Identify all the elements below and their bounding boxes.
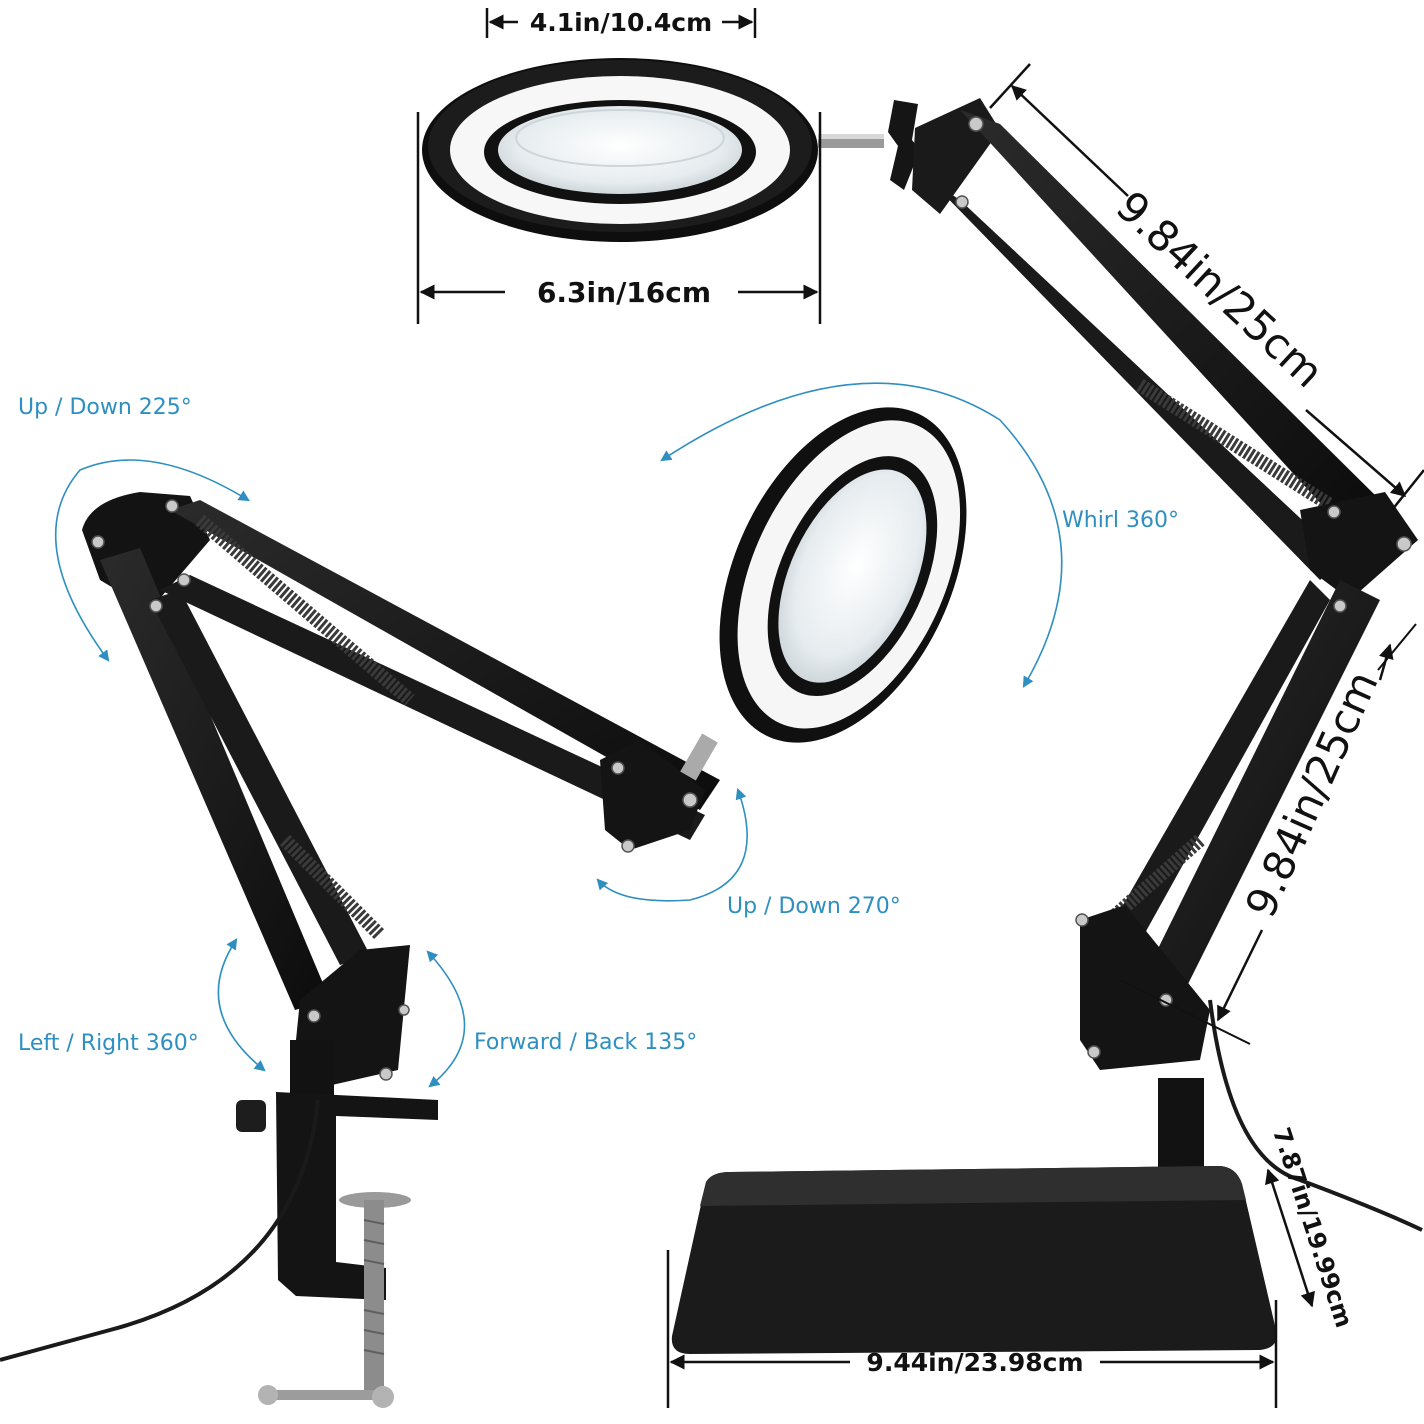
head-diameter-label: 6.3in/16cm bbox=[537, 276, 711, 309]
label-whirl-360: Whirl 360° bbox=[1062, 508, 1179, 533]
label-left-right-360: Left / Right 360° bbox=[18, 1031, 199, 1056]
top-magnifier-head bbox=[422, 58, 884, 242]
lens-diameter-label: 4.1in/10.4cm bbox=[530, 8, 712, 37]
rotation-arrows bbox=[54, 382, 1063, 1088]
label-up-down-270: Up / Down 270° bbox=[727, 894, 901, 919]
head-diameter-dimension: 6.3in/16cm bbox=[416, 112, 822, 324]
base-depth-dimension: 7.87in/19.99cm bbox=[1265, 1124, 1358, 1331]
lens-diameter-dimension: 4.1in/10.4cm bbox=[485, 8, 757, 38]
left-clamp-lamp bbox=[0, 492, 720, 1408]
label-up-down-225: Up / Down 225° bbox=[18, 395, 192, 420]
label-forward-back-135: Forward / Back 135° bbox=[474, 1030, 697, 1055]
base-width-label: 9.44in/23.98cm bbox=[866, 1348, 1083, 1377]
base-depth-label: 7.87in/19.99cm bbox=[1267, 1124, 1358, 1331]
right-standing-lamp bbox=[671, 98, 1423, 1354]
magnifying-lens bbox=[498, 106, 742, 194]
base-width-dimension: 9.44in/23.98cm bbox=[666, 1250, 1278, 1408]
left-magnifier-head bbox=[719, 407, 967, 743]
